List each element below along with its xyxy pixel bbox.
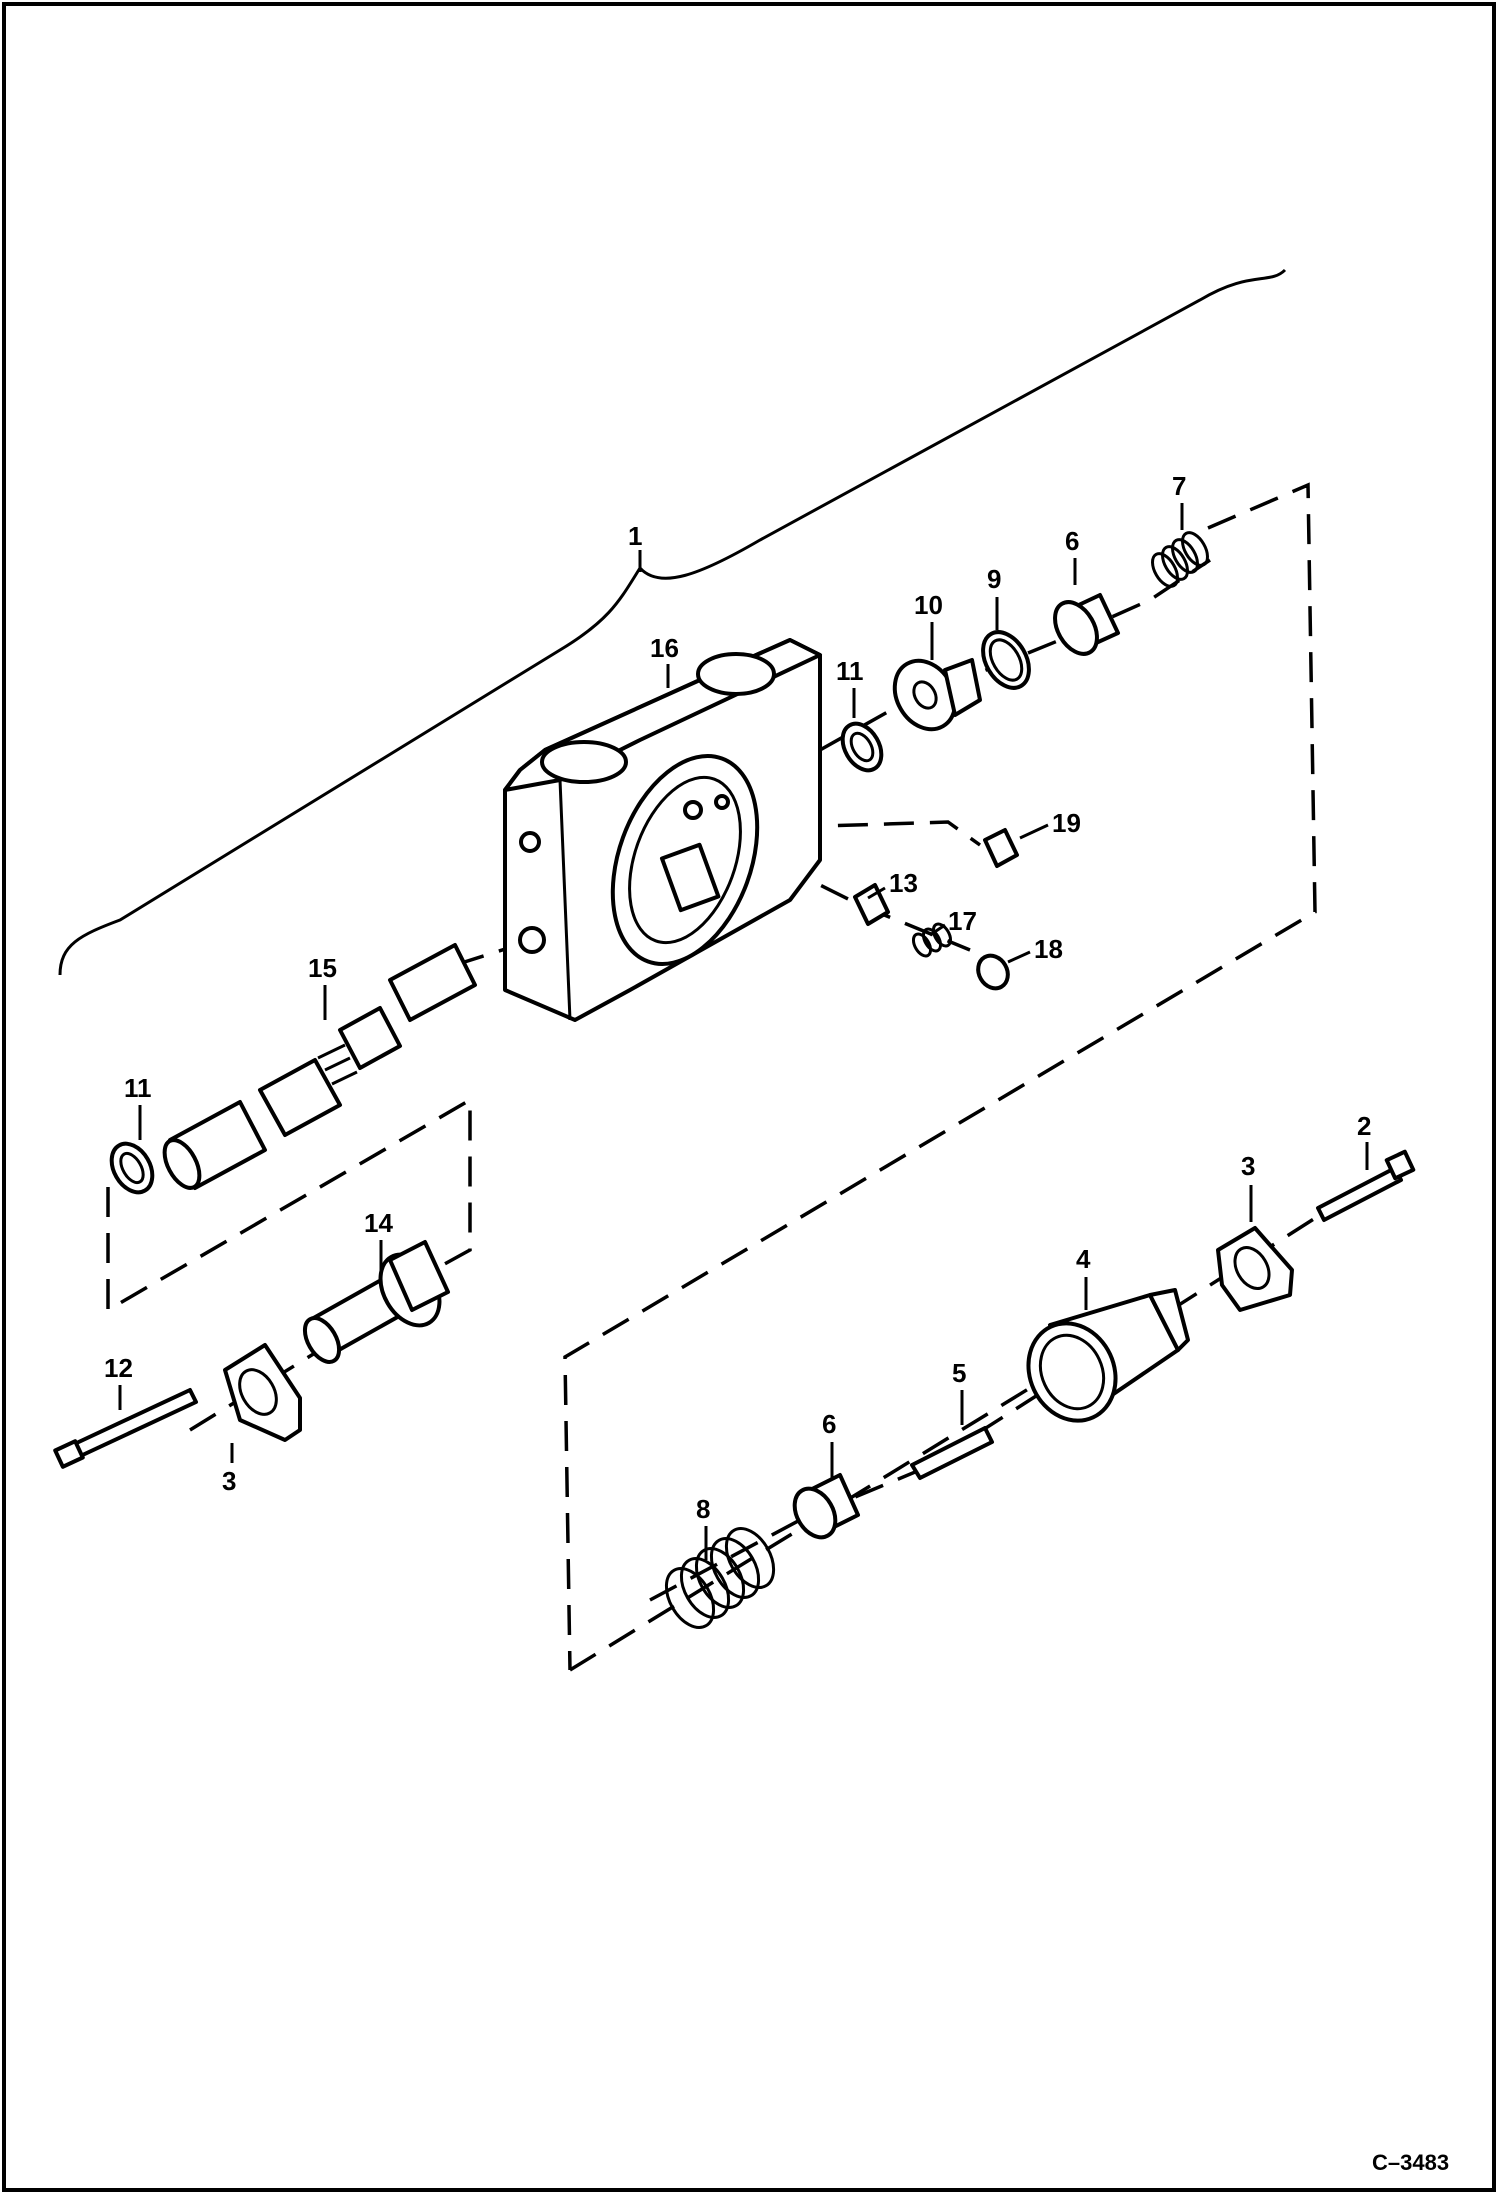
bolt-right-head (1384, 1149, 1416, 1181)
spring-lower (664, 1527, 776, 1629)
plug-upper (1053, 593, 1120, 656)
left-dashed-box (106, 1096, 472, 1314)
callout-15: 15 (308, 953, 337, 983)
seal-upper (840, 721, 884, 773)
port-plug (983, 828, 1019, 868)
callout-4: 4 (1076, 1244, 1091, 1274)
cover (1026, 1288, 1190, 1423)
lower-dashed-box (569, 1343, 1101, 1672)
plug-port-axis (699, 820, 982, 847)
bolt-right (1316, 1166, 1403, 1222)
seal-left-inner (119, 1151, 145, 1185)
ring-upper (981, 630, 1031, 690)
callout-17: 17 (948, 906, 977, 936)
leader-lines (118, 503, 1369, 1560)
bolt-left (66, 1388, 198, 1461)
callout-14: 14 (364, 1208, 393, 1238)
callout-12: 12 (104, 1353, 133, 1383)
flange-right-bore (1233, 1246, 1271, 1290)
seal-upper-inner (849, 731, 875, 763)
spool (162, 943, 477, 1190)
callout-16: 16 (650, 633, 679, 663)
upper-dashed-outline (563, 482, 1317, 1671)
check-spring (911, 922, 953, 958)
poppet-upper (892, 658, 982, 732)
callout-10: 10 (914, 590, 943, 620)
callout-11-upper: 11 (836, 656, 864, 686)
spring-cap (302, 1240, 450, 1364)
flange-right (1216, 1226, 1294, 1312)
callouts: 1 2 3 3 4 5 6 6 7 8 9 10 11 11 12 13 14 … (104, 471, 1371, 1524)
callout-9: 9 (987, 564, 1001, 594)
callout-18: 18 (1034, 934, 1063, 964)
ring-upper-inner (988, 638, 1024, 682)
flange-axis (189, 1348, 321, 1432)
callout-5: 5 (952, 1358, 966, 1388)
valve-body (503, 638, 822, 1022)
callout-1: 1 (628, 521, 642, 551)
callout-7: 7 (1172, 471, 1186, 501)
callout-8: 8 (696, 1494, 710, 1524)
flange-left (223, 1343, 302, 1442)
seal-left (109, 1141, 155, 1195)
callout-3-left: 3 (222, 1466, 236, 1496)
figure-id: C–3483 (1372, 2150, 1449, 2175)
stem (910, 1426, 994, 1480)
spring-upper (1151, 531, 1209, 588)
callout-13: 13 (889, 868, 918, 898)
flange-left-bore (238, 1368, 278, 1416)
callout-2: 2 (1357, 1111, 1371, 1141)
check-poppet (853, 883, 890, 926)
check-plug (976, 953, 1010, 991)
callout-6-lower: 6 (822, 1409, 836, 1439)
bolt-left-head (53, 1439, 85, 1469)
callout-19: 19 (1052, 808, 1081, 838)
callout-3-right: 3 (1241, 1151, 1255, 1181)
callout-6-upper: 6 (1065, 526, 1079, 556)
collar-lower (792, 1473, 860, 1540)
lower-axis (649, 1213, 1321, 1602)
callout-11-left: 11 (124, 1073, 152, 1103)
